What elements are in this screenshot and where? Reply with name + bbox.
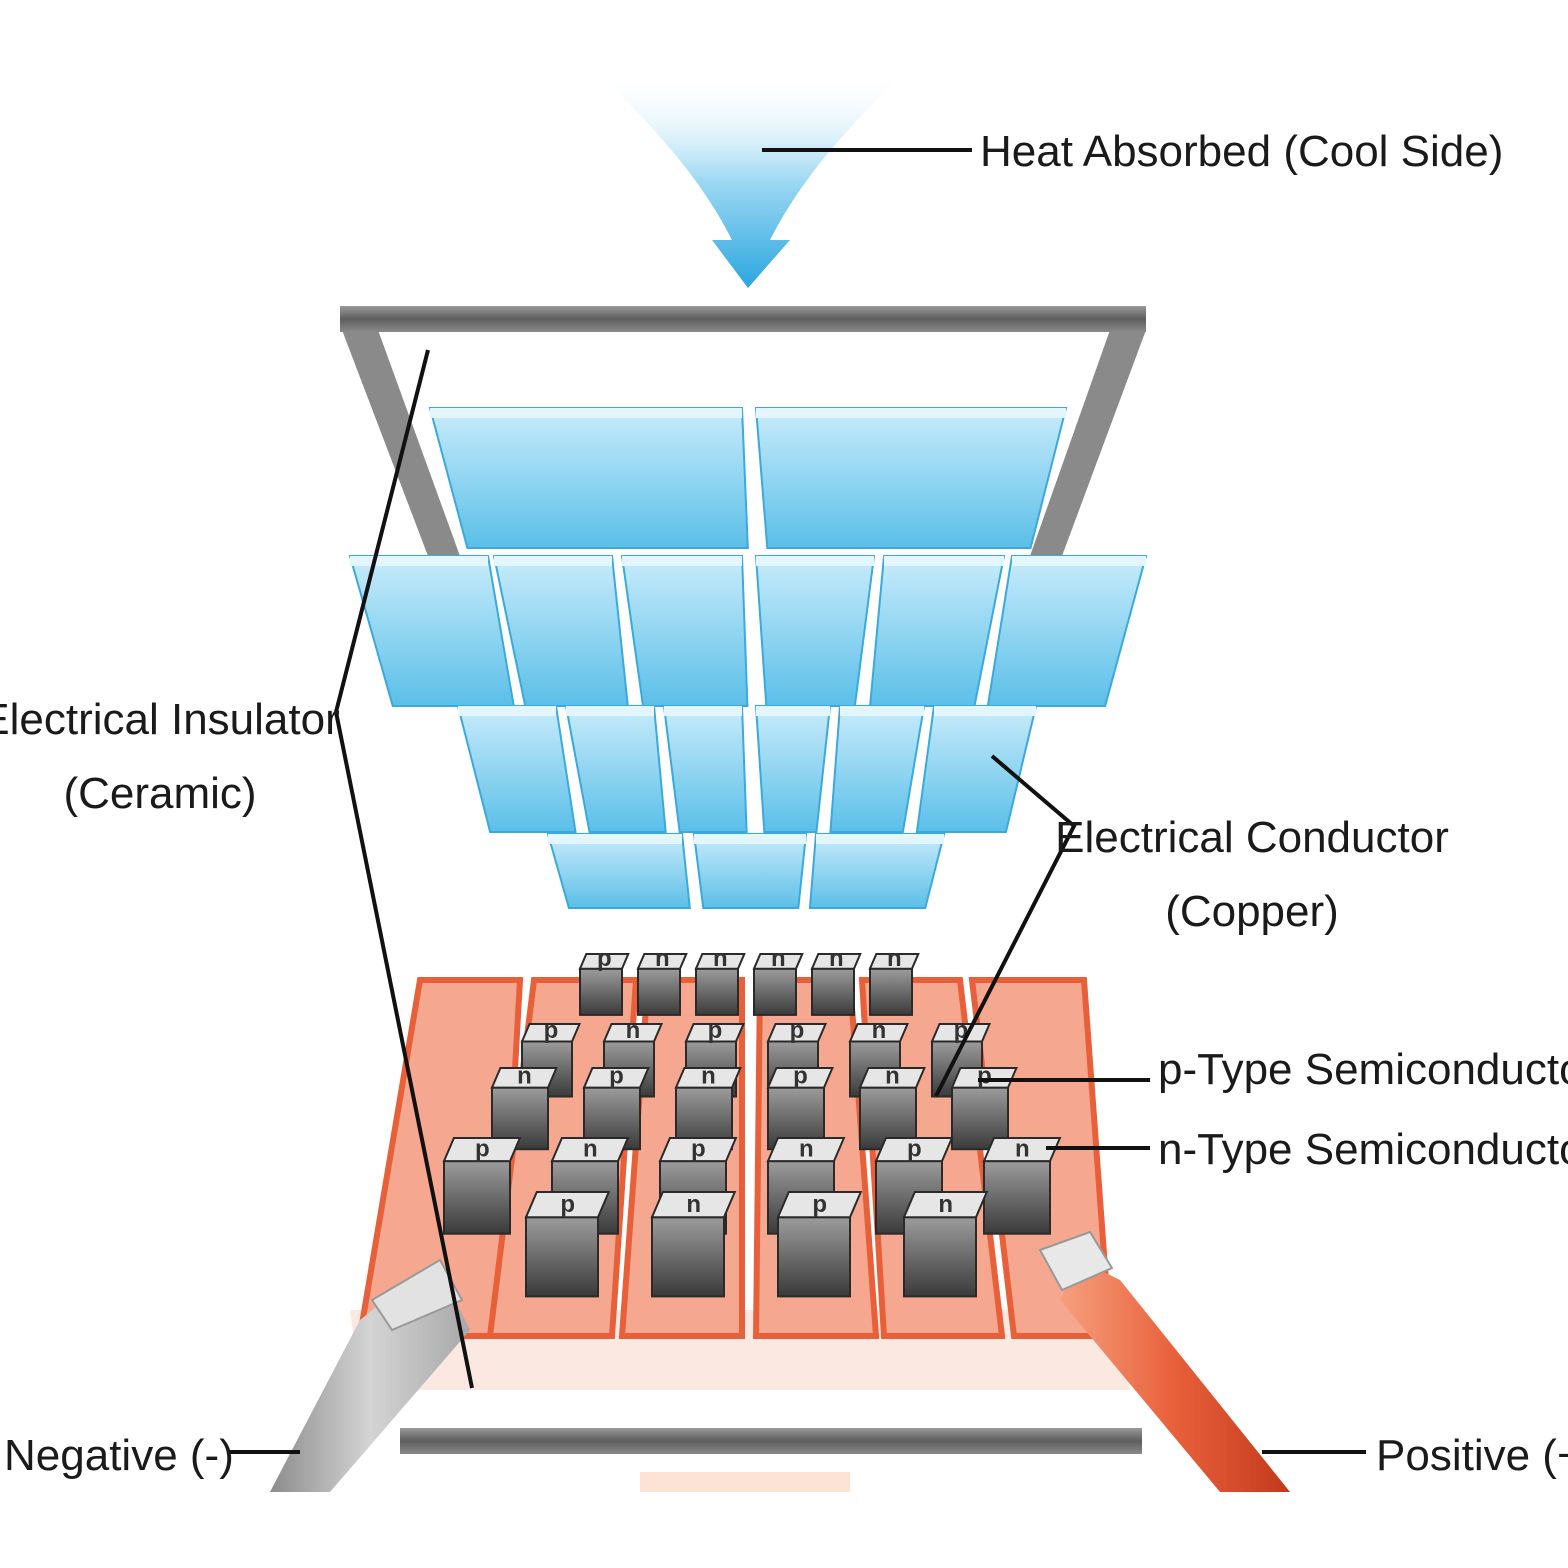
pellet-letter: n	[701, 1063, 716, 1090]
conductor-tile	[868, 555, 1006, 707]
conductor-tile	[808, 833, 946, 909]
conductor-tile	[564, 705, 667, 833]
conductor-tile-highlight	[934, 706, 1036, 716]
conductor-tile	[456, 705, 577, 833]
insulator-label-line2: (Ceramic)	[63, 769, 256, 818]
pellet-letter: n	[872, 1017, 887, 1044]
conductor-label-line1: Electrical Conductor	[1055, 813, 1449, 862]
conductor-tile-highlight	[756, 706, 830, 716]
pellet-letter: p	[907, 1135, 922, 1162]
semiconductor-pellet-p: p	[442, 1135, 522, 1235]
pellet-letter: p	[544, 1017, 559, 1044]
conductor-tile-highlight	[350, 556, 488, 566]
base-shadow	[640, 1472, 850, 1492]
semiconductor-pellet-n: n	[650, 1191, 737, 1298]
pellet-letter: p	[597, 945, 612, 972]
semiconductor-pellet-n: n	[868, 945, 920, 1016]
pellet-letter: n	[686, 1191, 701, 1218]
conductor-tile-highlight	[694, 834, 806, 844]
top-ceramic-plate	[340, 306, 1146, 556]
conductor-tile-highlight	[548, 834, 682, 844]
conductor-tile	[754, 555, 876, 707]
conductor-label-line2: (Copper)	[1165, 887, 1339, 936]
pellet-letter: n	[771, 945, 786, 972]
semiconductor-pellet-p: p	[950, 1063, 1018, 1151]
negative-wire-icon	[270, 1258, 470, 1492]
semiconductor-pellet-n: n	[674, 1063, 742, 1151]
conductor-tile-highlight	[430, 408, 742, 418]
pellet-letter: p	[609, 1063, 624, 1090]
bottom-ceramic-plate	[400, 1428, 1142, 1454]
conductor-tile-highlight	[566, 706, 654, 716]
pellet-letter: n	[885, 1063, 900, 1090]
negative-label: Negative (-)	[4, 1431, 234, 1480]
pellet-letter: n	[713, 945, 728, 972]
insulator-label-line1: Electrical Insulator	[0, 695, 340, 744]
conductor-tile-highlight	[756, 408, 1066, 418]
conductor-tile-highlight	[884, 556, 1004, 566]
conductor-tile	[692, 833, 808, 909]
semiconductor-pellet-p: p	[578, 945, 630, 1016]
upper-conductor-tiles	[348, 407, 1148, 909]
pellet-letter: n	[583, 1135, 598, 1162]
conductor-tile-highlight	[458, 706, 556, 716]
pellet-letter: n	[829, 945, 844, 972]
conductor-tile-highlight	[622, 556, 742, 566]
semiconductor-pellet-p: p	[776, 1191, 863, 1298]
pellet-letter: n	[887, 945, 902, 972]
pellet-letter: p	[691, 1135, 706, 1162]
pellet-letter: p	[812, 1191, 827, 1218]
semiconductor-pellet-n: n	[636, 945, 688, 1016]
conductor-tile	[492, 555, 629, 707]
conductor-tile	[754, 705, 832, 833]
n-type-label: n-Type Semiconductor	[1158, 1125, 1568, 1174]
semiconductor-pellet-p: p	[524, 1191, 611, 1298]
conductor-tile-highlight	[840, 706, 924, 716]
conductor-tile	[428, 407, 749, 549]
pellet-letter: n	[655, 945, 670, 972]
conductor-tile	[829, 705, 926, 833]
semiconductor-pellet-n: n	[982, 1135, 1062, 1235]
pellet-letter: p	[793, 1063, 808, 1090]
positive-label: Positive (+)	[1376, 1431, 1568, 1480]
semiconductor-pellet-p: p	[582, 1063, 650, 1151]
semiconductor-pellet-n: n	[752, 945, 804, 1016]
pellet-letter: n	[799, 1135, 814, 1162]
semiconductor-pellet-n: n	[490, 1063, 558, 1151]
heat-absorbed-label: Heat Absorbed (Cool Side)	[980, 127, 1503, 176]
pellet-letter: n	[938, 1191, 953, 1218]
conductor-tile	[986, 555, 1148, 707]
semiconductor-pellet-n: n	[694, 945, 746, 1016]
pellet-letter: n	[1015, 1135, 1030, 1162]
p-type-label: p-Type Semiconductor	[1158, 1045, 1568, 1094]
conductor-tile	[620, 555, 749, 707]
conductor-tile-highlight	[664, 706, 742, 716]
pellet-letter: p	[475, 1135, 490, 1162]
conductor-tile	[546, 833, 691, 909]
positive-wire-icon	[1038, 1230, 1290, 1492]
conductor-tile	[662, 705, 748, 833]
leader-lines	[230, 148, 1366, 1454]
conductor-tile	[348, 555, 515, 707]
semiconductor-pellet-n: n	[902, 1191, 989, 1298]
pellet-letter: n	[517, 1063, 532, 1090]
pellet-letter: p	[708, 1017, 723, 1044]
semiconductor-pellet-n: n	[810, 945, 862, 1016]
pellet-letter: p	[560, 1191, 575, 1218]
conductor-tile-highlight	[816, 834, 944, 844]
conductor-tile	[754, 407, 1068, 549]
pellet-letter: p	[977, 1063, 992, 1090]
conductor-tile-highlight	[756, 556, 874, 566]
heat-arrow-icon	[596, 72, 906, 288]
conductor-tile	[915, 705, 1038, 833]
conductor-tile-highlight	[494, 556, 612, 566]
pellet-letter: n	[626, 1017, 641, 1044]
conductor-tile-highlight	[1012, 556, 1146, 566]
pellet-letter: p	[790, 1017, 805, 1044]
